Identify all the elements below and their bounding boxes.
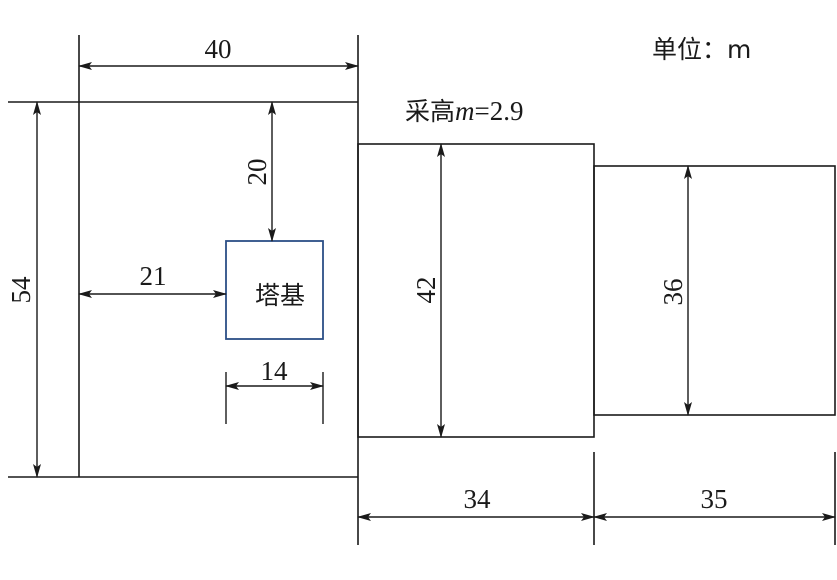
- mining-height-prefix: 采高: [405, 97, 455, 126]
- dim-tower-left-offset: 21: [78, 261, 227, 298]
- mining-height-symbol: m: [455, 96, 475, 126]
- dim-panel-1-height-label: 42: [411, 277, 441, 304]
- dim-tower-width: 14: [225, 356, 324, 424]
- dim-panel-2-height: 36: [658, 165, 692, 416]
- dim-tower-top-offset: 20: [242, 101, 276, 242]
- dim-left-height-label: 54: [6, 276, 36, 304]
- dim-panel-1-width: 34: [357, 484, 595, 521]
- dim-left-height: 54: [6, 101, 41, 478]
- left-region-outline: [8, 35, 359, 545]
- dim-tower-width-label: 14: [261, 356, 289, 386]
- dim-panel-1-height: 42: [411, 143, 445, 438]
- dim-left-width: 40: [78, 34, 359, 70]
- mining-height-label: 采高m=2.9: [405, 96, 524, 126]
- mining-height-value: =2.9: [475, 96, 524, 126]
- dim-panel-2-height-label: 36: [658, 279, 688, 306]
- tower-base-label: 塔基: [255, 281, 305, 310]
- panel-2-rect: [593, 165, 836, 416]
- dim-panel-2-width: 35: [593, 484, 836, 521]
- dim-panel-1-width-label: 34: [464, 484, 492, 514]
- dim-tower-left-offset-label: 21: [140, 261, 167, 291]
- dim-panel-2-width-label: 35: [701, 484, 728, 514]
- dim-left-width-label: 40: [205, 34, 232, 64]
- dim-tower-top-offset-label: 20: [242, 159, 272, 186]
- unit-label: 单位：m: [652, 35, 751, 64]
- panel-1-rect: [357, 143, 595, 438]
